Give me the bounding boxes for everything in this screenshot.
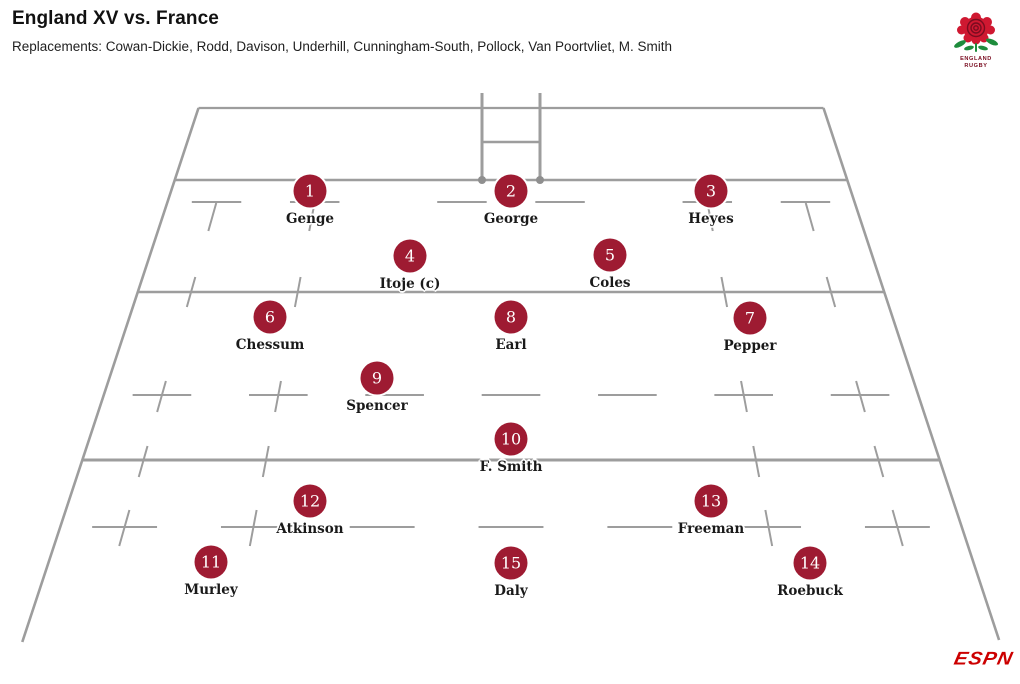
england-rugby-rose-icon: ENGLAND RUGBY xyxy=(954,12,999,69)
espn-logo: ESPN xyxy=(951,648,1015,670)
replacements-text: Replacements: Cowan-Dickie, Rodd, Daviso… xyxy=(12,39,673,54)
logo-text-england: ENGLAND xyxy=(960,56,992,62)
header: England XV vs. France Replacements: Cowa… xyxy=(12,8,932,54)
page-title: England XV vs. France xyxy=(12,8,219,29)
logo-text-rugby: RUGBY xyxy=(964,63,987,69)
